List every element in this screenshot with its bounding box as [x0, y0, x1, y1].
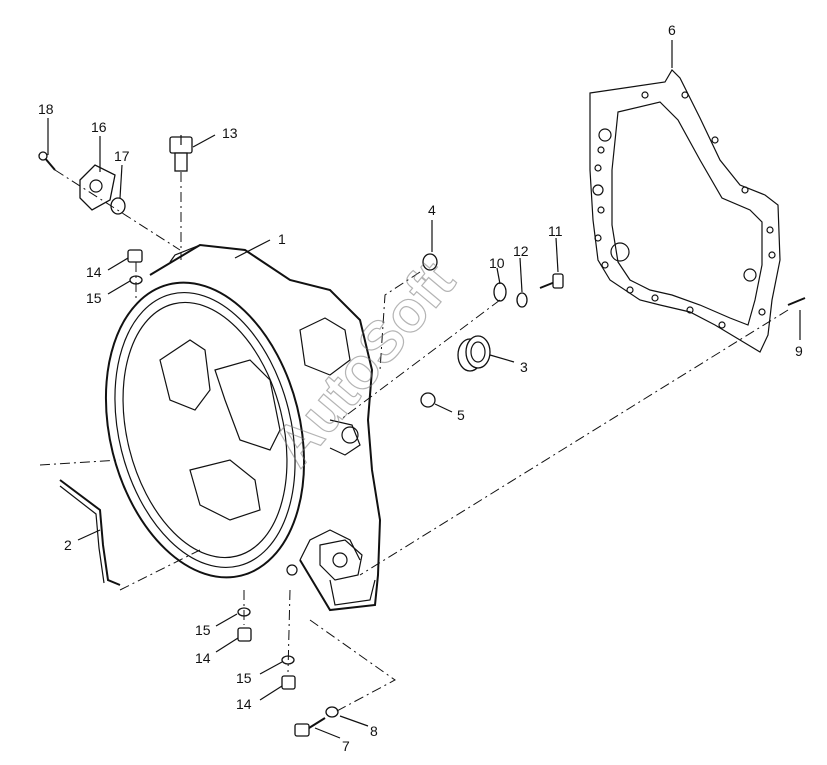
- plug-4: [422, 253, 438, 271]
- label-14-mid: 14: [195, 650, 211, 666]
- label-11: 11: [548, 223, 563, 239]
- oring-17: [110, 197, 126, 215]
- label-15-bottom: 15: [236, 670, 252, 686]
- watermark: AutoSoft: [260, 249, 467, 478]
- bolt-11: [539, 273, 564, 289]
- label-5: 5: [457, 407, 465, 423]
- label-12: 12: [513, 243, 529, 259]
- label-8: 8: [370, 723, 378, 739]
- gasket: [589, 69, 781, 353]
- plate-16: [79, 164, 116, 211]
- label-10: 10: [489, 255, 505, 271]
- plug-14-upper: [127, 249, 143, 285]
- bolt-18: [38, 151, 56, 171]
- label-1: 1: [278, 231, 286, 247]
- label-16: 16: [91, 119, 107, 135]
- washer-8: [325, 706, 339, 718]
- plug-14-lower-b: [281, 655, 296, 690]
- label-14-bottom: 14: [236, 696, 252, 712]
- gasket-hole: [598, 128, 612, 142]
- plug-5: [420, 392, 436, 408]
- tube-2: [59, 479, 121, 586]
- bell-housing: [104, 243, 382, 612]
- label-3: 3: [520, 359, 528, 375]
- label-15-top: 15: [86, 290, 102, 306]
- label-13: 13: [222, 125, 238, 141]
- label-15-mid: 15: [195, 622, 211, 638]
- label-4: 4: [428, 202, 436, 218]
- label-7: 7: [342, 738, 350, 754]
- label-14-top: 14: [86, 264, 102, 280]
- seal-3: [457, 335, 491, 372]
- label-2: 2: [64, 537, 72, 553]
- label-18: 18: [38, 101, 54, 117]
- pin-9: [787, 297, 806, 306]
- label-17: 17: [114, 148, 130, 164]
- callout-labels: 1 2 3 4 5 6 7 8 9 10 11 12 13 14 14 14 1…: [38, 22, 803, 754]
- leader-lines: [47, 40, 801, 739]
- label-9: 9: [795, 343, 803, 359]
- bolt-7: [294, 717, 326, 737]
- plug-13: [169, 135, 193, 172]
- washer-10: [493, 282, 507, 302]
- washer-12: [516, 292, 528, 308]
- assembly-lines: [39, 169, 789, 713]
- label-6: 6: [668, 22, 676, 38]
